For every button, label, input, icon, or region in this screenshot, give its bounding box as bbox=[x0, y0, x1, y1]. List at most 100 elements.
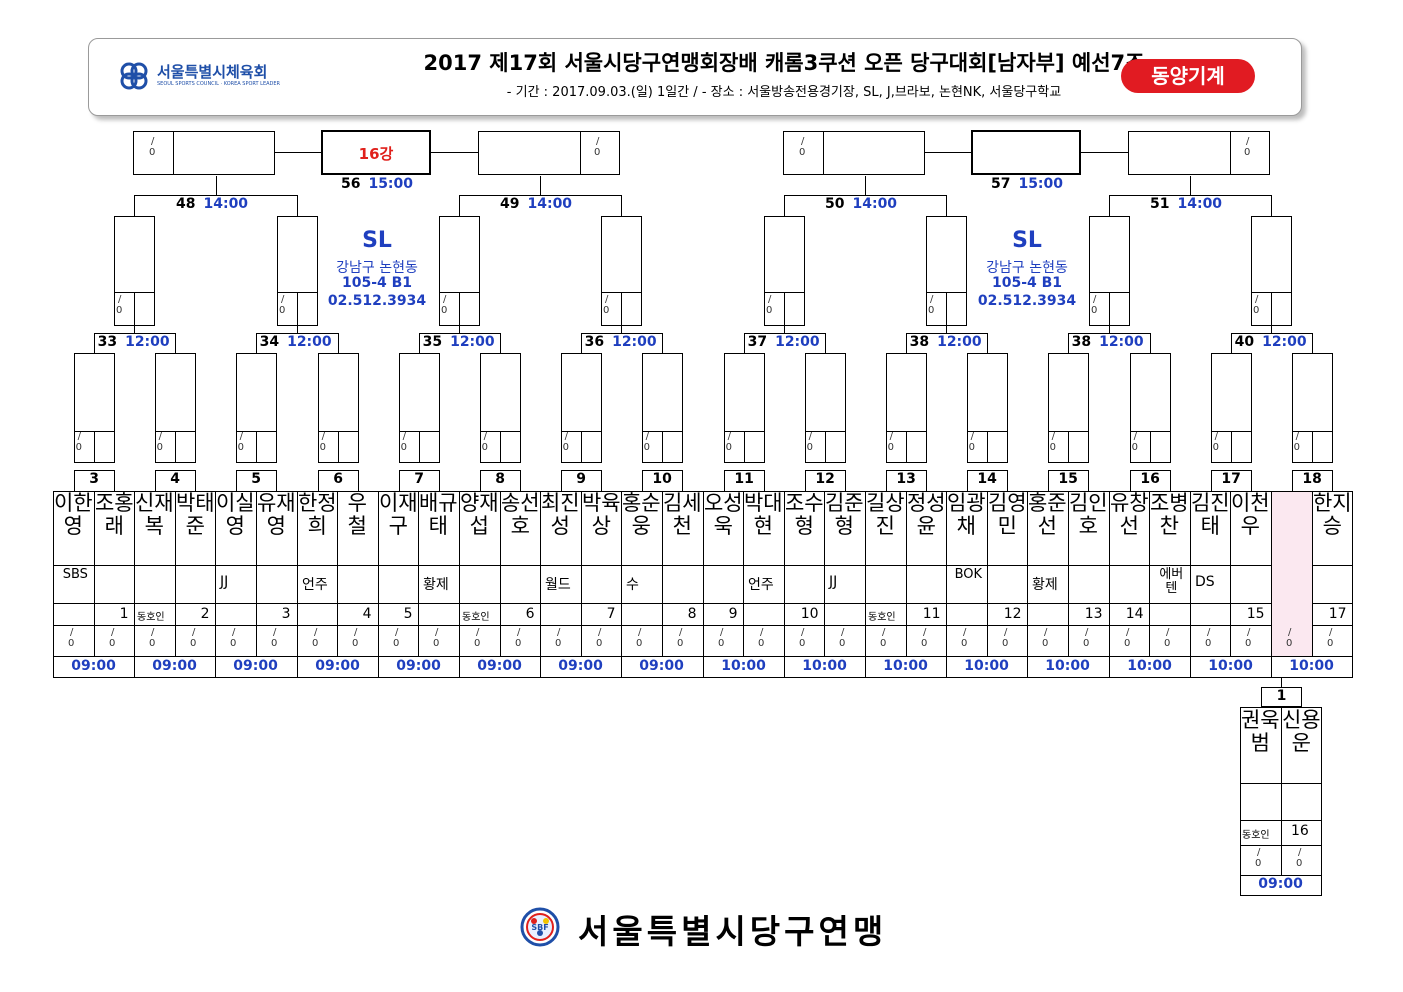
winner-score: 0 bbox=[319, 442, 326, 453]
player-score: 0 bbox=[433, 638, 440, 649]
player-score: 0 bbox=[596, 638, 603, 649]
player-seed-tag: 동호인 bbox=[868, 612, 896, 623]
player-name: 임광채 bbox=[946, 491, 986, 538]
grid-col-line bbox=[175, 491, 176, 657]
bracket-line bbox=[1281, 677, 1282, 688]
player-seed: 15 bbox=[1246, 606, 1265, 622]
winner-score-slash: / bbox=[564, 431, 568, 442]
prelim-col-line bbox=[1281, 707, 1282, 876]
bracket-line bbox=[1271, 195, 1272, 217]
bracket-line bbox=[459, 195, 460, 217]
bracket-line bbox=[865, 176, 866, 196]
winner-box-divider bbox=[255, 431, 257, 463]
bracket-line bbox=[297, 326, 298, 334]
winner-score: 0 bbox=[237, 442, 244, 453]
winner-score: 0 bbox=[562, 442, 569, 453]
match-time: 12:00 bbox=[937, 334, 982, 350]
player-seed-tag: 동호인 bbox=[137, 612, 165, 623]
winner-score-slash: / bbox=[402, 431, 406, 442]
round3-winner-box-3-score-slash: / bbox=[801, 136, 805, 147]
round16-label: 16강 bbox=[358, 145, 394, 163]
player-score-slash: / bbox=[1004, 627, 1008, 638]
player-seed-tag: 동호인 bbox=[462, 612, 490, 623]
prelim-seed: 16 bbox=[1291, 823, 1309, 839]
bracket-line bbox=[134, 195, 135, 217]
player-seed: 3 bbox=[281, 606, 291, 622]
player-name: 조수형 bbox=[784, 491, 824, 538]
federation-logo-icon: SBF bbox=[520, 907, 560, 947]
round3-winner-box-4 bbox=[1128, 131, 1270, 175]
winner-box-divider bbox=[93, 431, 95, 463]
winner-score: 0 bbox=[887, 442, 894, 453]
player-seed: 8 bbox=[687, 606, 697, 622]
player-score-slash: / bbox=[476, 627, 480, 638]
player-score-slash: / bbox=[923, 627, 927, 638]
round16-box-left bbox=[321, 130, 431, 175]
player-name: 이천우 bbox=[1230, 491, 1270, 538]
round2-score: 0 bbox=[279, 305, 286, 316]
winner-score: 0 bbox=[806, 442, 813, 453]
match-number: 12 bbox=[815, 471, 835, 487]
bracket-line bbox=[946, 195, 947, 217]
match-number-box bbox=[1129, 470, 1171, 492]
round2-score-slash: / bbox=[1093, 294, 1097, 305]
round3-winner-box-1-score-slash: / bbox=[151, 136, 155, 147]
grid-col-line bbox=[865, 491, 866, 678]
grid-col-line bbox=[703, 491, 704, 678]
match-number: 56 bbox=[340, 176, 361, 192]
prelim-seed-tag: 동호인 bbox=[1242, 830, 1270, 841]
match-number-box bbox=[723, 470, 765, 492]
match-number: 8 bbox=[495, 471, 505, 487]
match-number: 13 bbox=[896, 471, 916, 487]
winner-box-divider bbox=[621, 292, 622, 326]
winner-box-divider bbox=[580, 131, 581, 175]
player-score-slash: / bbox=[517, 627, 521, 638]
winner-score-slash: / bbox=[483, 431, 487, 442]
player-club: SBS bbox=[62, 567, 88, 582]
winner-score-slash: / bbox=[158, 431, 162, 442]
winner-score-slash: / bbox=[1295, 431, 1299, 442]
winner-box-divider bbox=[946, 292, 947, 326]
player-seed: 9 bbox=[728, 606, 738, 622]
bracket-line bbox=[1081, 152, 1129, 153]
player-score: 0 bbox=[1083, 638, 1090, 649]
winner-score: 0 bbox=[1293, 442, 1300, 453]
bracket-line bbox=[1190, 176, 1191, 196]
player-score: 0 bbox=[1245, 638, 1252, 649]
match-number: 38 bbox=[909, 334, 930, 350]
player-name: 이실영 bbox=[215, 491, 255, 538]
player-club: 황제 bbox=[1032, 577, 1058, 593]
player-score: 0 bbox=[109, 638, 116, 649]
grid-col-line bbox=[53, 491, 54, 678]
grid-col-line bbox=[784, 491, 785, 678]
player-name: 조병찬 bbox=[1149, 491, 1189, 538]
match-number: 17 bbox=[1221, 471, 1241, 487]
match-time: 12:00 bbox=[125, 334, 170, 350]
council-logo-subtext: SEOUL SPORTS COUNCIL · KOREA SPORT LEADE… bbox=[157, 81, 281, 87]
match-time: 15:00 bbox=[1018, 176, 1064, 192]
match-number-box bbox=[885, 470, 927, 492]
match-time: 09:00 bbox=[315, 658, 360, 674]
prelim-time: 09:00 bbox=[1258, 876, 1303, 892]
winner-box-divider bbox=[784, 292, 785, 326]
player-name: 김준형 bbox=[824, 491, 864, 538]
player-club: 언주 bbox=[748, 577, 774, 593]
winner-box-divider bbox=[823, 131, 824, 175]
player-score: 0 bbox=[352, 638, 359, 649]
match-number: 51 bbox=[1150, 196, 1170, 212]
round2-score: 0 bbox=[1091, 305, 1098, 316]
player-score-slash: / bbox=[151, 627, 155, 638]
winner-score: 0 bbox=[1212, 442, 1219, 453]
player-name: 송선호 bbox=[500, 491, 540, 538]
round2-score: 0 bbox=[1253, 305, 1260, 316]
match-time: 10:00 bbox=[1289, 658, 1334, 674]
winner-score: 0 bbox=[1049, 442, 1056, 453]
round2-score: 0 bbox=[116, 305, 123, 316]
grid-col-line bbox=[500, 491, 501, 657]
winner-score: 0 bbox=[75, 442, 82, 453]
match-time: 12:00 bbox=[1099, 334, 1144, 350]
player-score-slash: / bbox=[232, 627, 236, 638]
